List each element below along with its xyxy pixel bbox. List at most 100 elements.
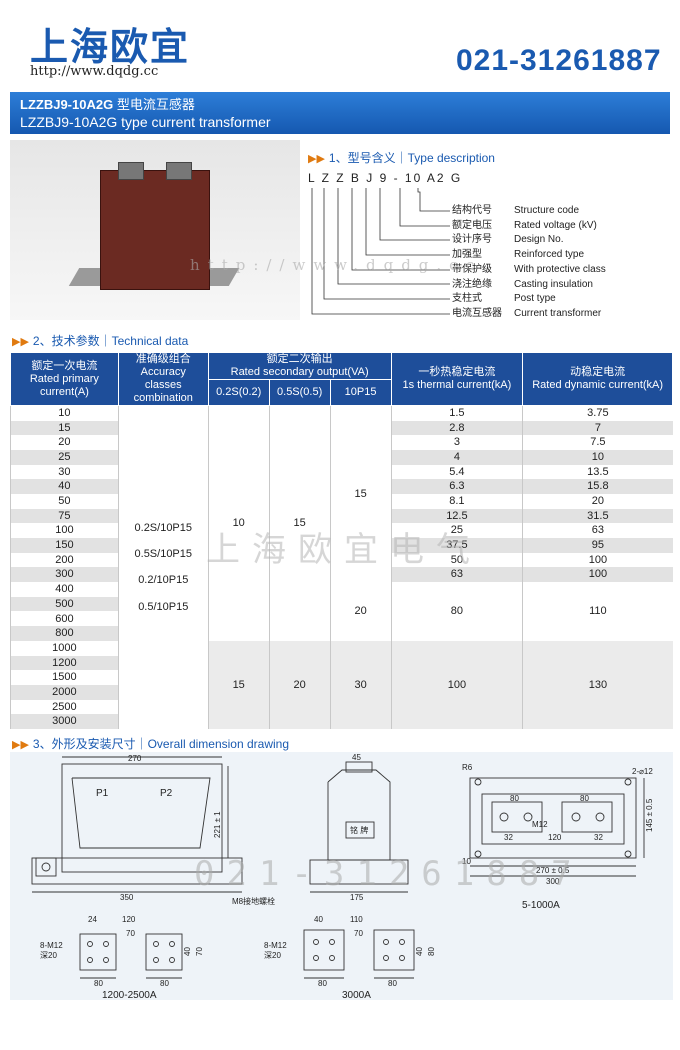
svg-text:80: 80: [427, 947, 436, 956]
type-code: L Z Z B J 9 - 10 A2 G: [308, 171, 463, 185]
svg-text:2-⌀12: 2-⌀12: [632, 767, 653, 776]
double-arrow-icon: ▶▶: [12, 336, 29, 348]
table-row: 800: [10, 626, 673, 641]
svg-text:80: 80: [94, 979, 103, 988]
phone-number: 021-31261887: [456, 44, 662, 77]
plan-view-outline: [469, 777, 637, 859]
table-row: 2000: [10, 684, 673, 700]
photo-terminal-p1: [118, 162, 144, 180]
brand-logo-text: 上海欧宜: [30, 25, 191, 69]
website-url[interactable]: http://www.dqdg.cc: [30, 64, 159, 79]
col-05s: 0.5S(0.5): [268, 379, 331, 406]
table-row: 2500: [10, 699, 673, 715]
table-row: 1500: [10, 670, 673, 685]
phone-watermark: 021-31261887: [194, 854, 584, 894]
svg-text:M12: M12: [532, 820, 548, 829]
front-view-outline: [61, 763, 223, 873]
svg-text:120: 120: [122, 915, 136, 924]
svg-text:80: 80: [510, 794, 519, 803]
svg-text:M8接地螺栓: M8接地螺栓: [232, 896, 275, 906]
svg-text:80: 80: [388, 979, 397, 988]
svg-text:350: 350: [120, 893, 134, 902]
product-title-en: LZZBJ9-10A2G type current transformer: [20, 114, 271, 130]
svg-text:R6: R6: [462, 763, 473, 772]
svg-text:270 ± 0.5: 270 ± 0.5: [536, 866, 570, 875]
photo-transformer-body: [100, 170, 210, 290]
svg-text:175: 175: [350, 893, 364, 902]
svg-text:10: 10: [462, 857, 471, 866]
svg-text:45: 45: [352, 753, 361, 762]
svg-text:300: 300: [546, 877, 560, 886]
svg-text:40: 40: [314, 915, 323, 924]
dimension-drawing-panel: 270 P1 P2 221 ± 1 350 M8接地螺栓 45 铭 牌 175 …: [10, 752, 673, 1001]
table-row: 1000 15 20 30 100 130: [10, 640, 673, 729]
svg-text:270: 270: [128, 754, 142, 763]
section-dimension-heading: ▶▶3、外形及安装尺寸｜Overall dimension drawing: [12, 737, 289, 751]
svg-text:5-1000A: 5-1000A: [522, 900, 560, 911]
double-arrow-icon: ▶▶: [12, 739, 29, 751]
table-row: 600: [10, 611, 673, 627]
side-view-outline: [327, 769, 391, 861]
svg-text:70: 70: [195, 947, 204, 956]
svg-text:120: 120: [548, 833, 562, 842]
svg-text:深20: 深20: [264, 951, 281, 960]
svg-text:221 ± 1: 221 ± 1: [213, 811, 222, 838]
url-watermark: http://www.dqdg.cc: [190, 256, 482, 274]
section-type-description-heading: ▶▶1、型号含义｜Type description: [308, 151, 495, 165]
product-title-cn: LZZBJ9-10A2G 型电流互感器: [20, 97, 195, 112]
svg-text:70: 70: [126, 929, 135, 938]
svg-text:110: 110: [350, 915, 363, 924]
svg-text:80: 80: [318, 979, 327, 988]
svg-text:24: 24: [88, 915, 97, 924]
product-photo: [10, 140, 300, 320]
svg-text:8-M12: 8-M12: [264, 941, 287, 950]
svg-text:80: 80: [580, 794, 589, 803]
svg-text:40: 40: [183, 947, 192, 956]
col-10p15: 10P15: [329, 379, 392, 406]
table-row: 500: [10, 596, 673, 612]
svg-text:32: 32: [594, 833, 603, 842]
double-arrow-icon: ▶▶: [308, 153, 325, 165]
nameplate: [345, 821, 375, 839]
table-row: 3000: [10, 714, 673, 729]
front-view-base: [31, 857, 243, 885]
svg-text:P2: P2: [160, 788, 173, 799]
svg-text:铭 牌: 铭 牌: [350, 825, 368, 835]
photo-terminal-p2: [166, 162, 192, 180]
svg-text:深20: 深20: [40, 951, 57, 960]
front-view-inner: [71, 777, 211, 849]
svg-text:70: 70: [354, 929, 363, 938]
svg-text:3000A: 3000A: [342, 990, 371, 1000]
svg-text:40: 40: [415, 947, 424, 956]
svg-text:1200-2500A: 1200-2500A: [102, 990, 157, 1000]
col-02s: 0.2S(0.2): [207, 379, 270, 406]
svg-text:P1: P1: [96, 788, 109, 799]
brand-watermark: 上海欧宜电气: [206, 530, 482, 570]
product-title-bar: LZZBJ9-10A2G 型电流互感器 LZZBJ9-10A2G type cu…: [10, 92, 670, 134]
